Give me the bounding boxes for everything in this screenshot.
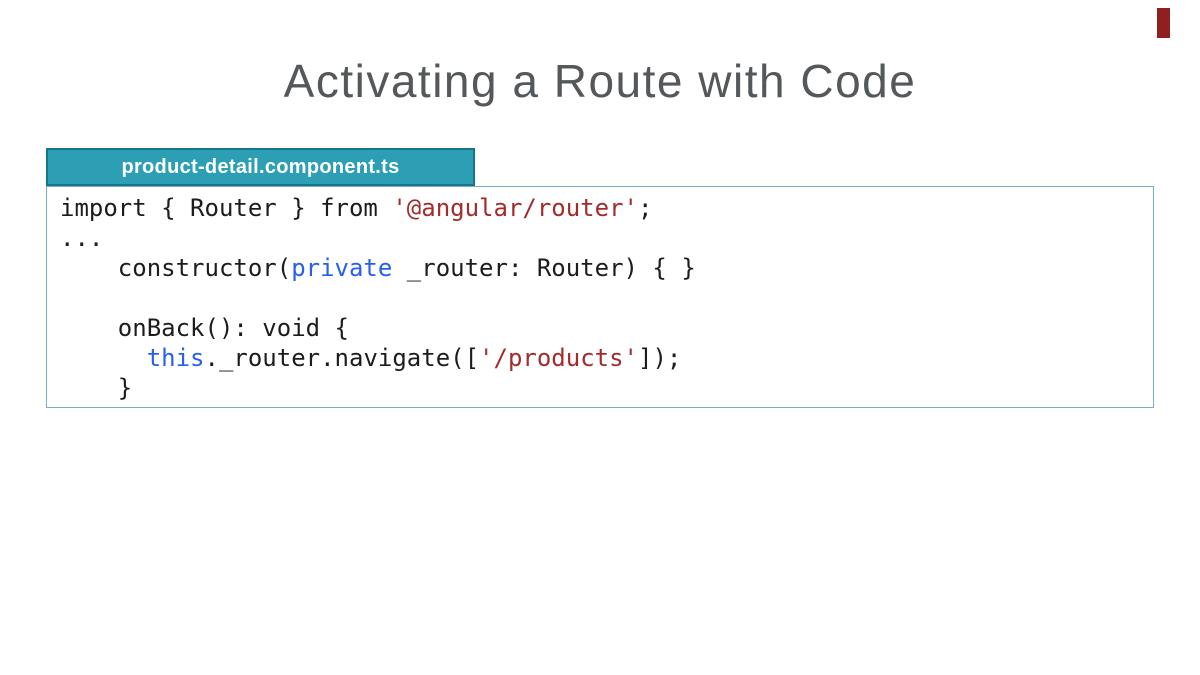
code-line: ... bbox=[60, 224, 104, 252]
slide-title: Activating a Route with Code bbox=[283, 55, 917, 107]
corner-accent-bar bbox=[1157, 8, 1170, 38]
code-line bbox=[60, 283, 1153, 313]
code-line: this._router.navigate(['/products']); bbox=[146, 344, 682, 372]
filename-tab: product-detail.component.ts bbox=[46, 148, 475, 186]
code-box: import { Router } from '@angular/router'… bbox=[46, 186, 1154, 408]
code-content: import { Router } from '@angular/router'… bbox=[60, 193, 1153, 403]
code-line: import { Router } from '@angular/router'… bbox=[60, 194, 653, 222]
code-line: } bbox=[60, 374, 133, 402]
code-line: constructor(private _router: Router) { } bbox=[60, 254, 696, 282]
code-line: onBack(): void { bbox=[60, 314, 349, 342]
filename-label: product-detail.component.ts bbox=[121, 155, 400, 178]
